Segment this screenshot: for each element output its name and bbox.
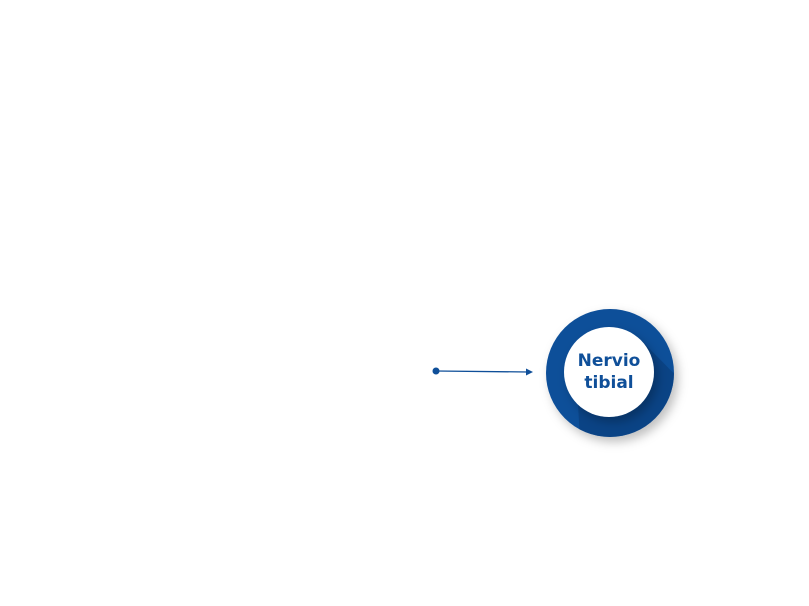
node-label-line1: Nervio — [577, 351, 641, 371]
connector-line — [435, 370, 529, 373]
node-label: Nervio tibial — [564, 327, 654, 417]
node-label-line2: tibial — [584, 373, 634, 393]
node-inner-circle — [564, 327, 654, 417]
arrow-head-icon — [526, 368, 533, 376]
